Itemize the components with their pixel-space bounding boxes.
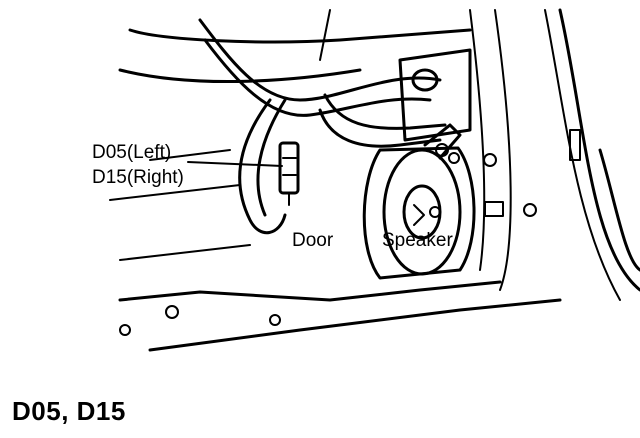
door-panel (109, 8, 640, 352)
wire-harness (198, 18, 447, 234)
speaker-label: Speaker (382, 230, 453, 251)
connector-leader-line (187, 161, 283, 167)
diagram-caption: D05, D15 (12, 396, 126, 426)
connector-d05-d15 (278, 141, 300, 206)
connector-right-label: D15(Right) (92, 167, 184, 188)
connector-left-label: D05(Left) (92, 142, 171, 163)
door-label: Door (292, 230, 334, 251)
speaker (362, 123, 476, 280)
fasteners (119, 129, 581, 336)
